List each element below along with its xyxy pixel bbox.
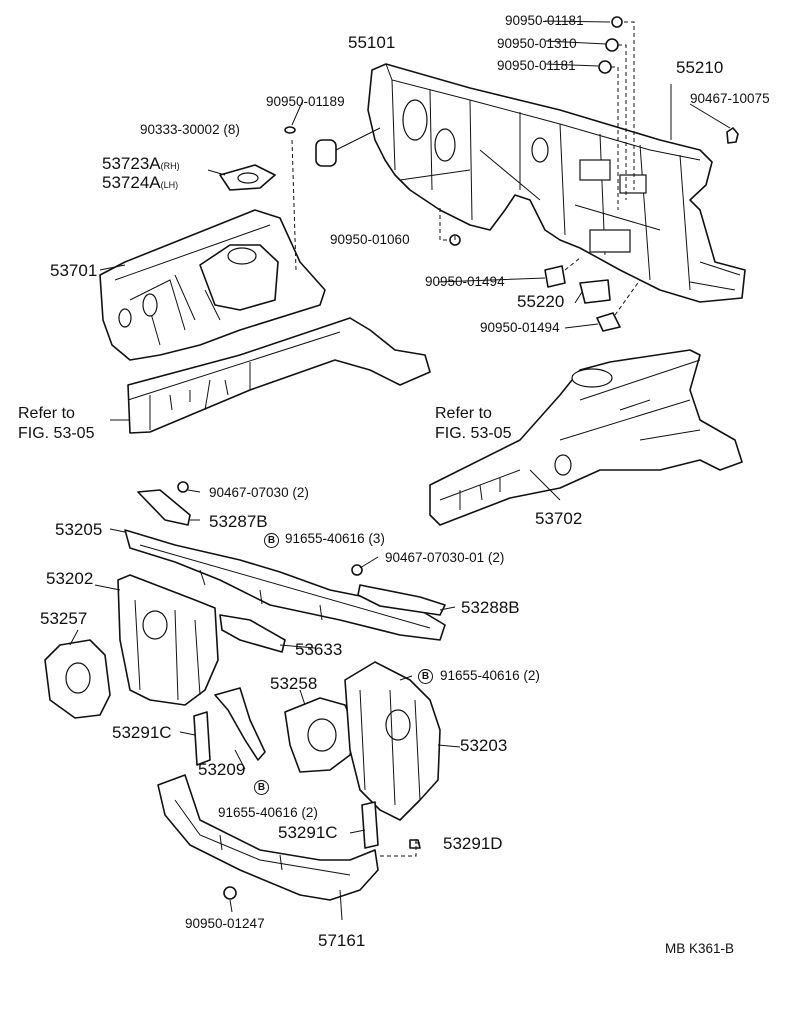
part-label-53723a: 53723A(RH) — [102, 154, 180, 173]
plug-90950-01181-b — [598, 60, 612, 74]
part-label-53702: 53702 — [535, 509, 583, 528]
bolt-marker-b2: B — [418, 669, 433, 684]
part-label-53724a: 53724A(LH) — [102, 173, 179, 192]
clip-53291d — [409, 839, 421, 849]
part-label-91655-40616-2-a: 91655-40616 (2) — [440, 668, 540, 683]
clip-90467-10075 — [726, 127, 739, 144]
part-label-53209: 53209 — [198, 760, 246, 779]
crossmember-57161 — [157, 774, 379, 901]
refer-note-left: Refer to FIG. 53-05 — [18, 405, 95, 442]
bracket-53288b — [357, 584, 446, 616]
support-side-53203 — [344, 661, 441, 821]
figure-code: MB K361-B — [665, 941, 735, 956]
bracket-53291c-right — [361, 801, 379, 849]
support-upper-53205 — [124, 529, 446, 641]
plug-90950-01310 — [605, 38, 619, 52]
part-label-90467-07030-01: 90467-07030-01 (2) — [385, 550, 505, 565]
part-label-55220: 55220 — [517, 292, 565, 311]
part-label-90950-01189: 90950-01189 — [266, 94, 345, 109]
brace-53633 — [219, 614, 286, 653]
frame-rail-left — [127, 317, 431, 434]
plug-90950-01181 — [611, 16, 623, 28]
plug-90950-01494-a — [544, 265, 566, 288]
part-label-55210: 55210 — [676, 58, 724, 77]
apron-53701 — [99, 209, 326, 361]
part-label-91655-40616-2-b: 91655-40616 (2) — [218, 805, 318, 820]
part-label-90950-01310: 90950-01310 — [497, 36, 577, 51]
part-label-90950-01494-b: 90950-01494 — [480, 320, 560, 335]
part-label-90950-01247: 90950-01247 — [185, 916, 265, 931]
bolt-marker-b3: B — [254, 780, 269, 795]
bolt-marker-b1: B — [264, 533, 279, 548]
part-label-90950-01181-b: 90950-01181 — [497, 58, 576, 73]
bracket-53291c-left — [193, 711, 211, 766]
bracket-53287b — [137, 489, 191, 526]
part-label-53633: 53633 — [295, 640, 343, 659]
support-side-53202 — [117, 574, 219, 706]
part-label-53291c-b: 53291C — [278, 823, 338, 842]
bolt-90467-07030-01 — [351, 564, 363, 576]
part-label-90467-10075: 90467-10075 — [690, 91, 770, 106]
part-label-57161: 57161 — [318, 931, 366, 950]
brace-53209 — [214, 687, 266, 761]
part-label-90950-01060: 90950-01060 — [330, 232, 410, 247]
part-label-53202: 53202 — [46, 569, 94, 588]
part-label-90467-07030: 90467-07030 (2) — [209, 485, 309, 500]
seal-90950-01189 — [315, 139, 337, 167]
part-label-53287b: 53287B — [209, 512, 268, 531]
part-label-53257: 53257 — [40, 609, 88, 628]
plug-90950-01494-b — [596, 312, 621, 332]
part-label-53258: 53258 — [270, 674, 318, 693]
part-label-53288b: 53288B — [461, 598, 520, 617]
part-label-55101: 55101 — [348, 33, 396, 52]
plug-90950-01247 — [223, 886, 237, 900]
part-label-90950-01494-a: 90950-01494 — [425, 274, 505, 289]
part-label-53291c-a: 53291C — [112, 723, 172, 742]
part-label-90950-01181-a: 90950-01181 — [505, 13, 584, 28]
plug-90333-30002 — [284, 126, 296, 134]
part-label-91655-40616-3: 91655-40616 (3) — [285, 531, 385, 546]
part-label-53291d: 53291D — [443, 834, 503, 853]
refer-note-right: Refer to FIG. 53-05 — [435, 405, 512, 442]
part-label-90333-30002: 90333-30002 (8) — [140, 122, 240, 137]
apron-53702 — [429, 349, 743, 526]
bolt-90467-07030 — [177, 481, 189, 493]
dash-panel-55101 — [367, 63, 746, 303]
part-label-53203: 53203 — [460, 736, 508, 755]
silencer-55220 — [579, 279, 611, 304]
part-label-53701: 53701 — [50, 261, 98, 280]
part-label-53205: 53205 — [55, 520, 103, 539]
